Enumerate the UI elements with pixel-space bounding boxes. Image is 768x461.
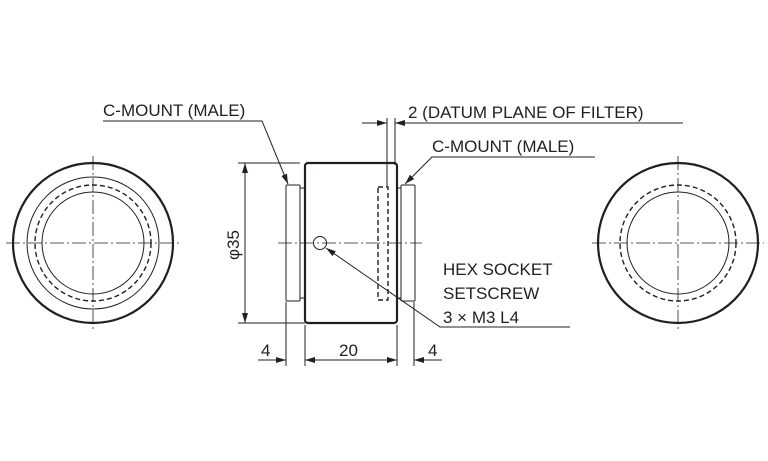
hex-label-line2: SETSCREW bbox=[443, 284, 539, 303]
right-end-view bbox=[592, 156, 764, 332]
hex-label-line3: 3 × M3 L4 bbox=[443, 308, 519, 327]
diameter-label: φ35 bbox=[224, 230, 243, 260]
left-end-view bbox=[6, 156, 182, 332]
c-mount-right-label: C-MOUNT (MALE) bbox=[432, 137, 574, 156]
dim-left-label: 4 bbox=[261, 341, 270, 360]
length-dimensions bbox=[258, 302, 442, 366]
c-mount-right-leader bbox=[404, 156, 595, 185]
setscrew-leader bbox=[325, 247, 570, 328]
hex-label-line1: HEX SOCKET bbox=[443, 260, 553, 279]
datum-dimension bbox=[362, 118, 683, 186]
dim-body-label: 20 bbox=[339, 341, 358, 360]
c-mount-left-leader bbox=[103, 120, 289, 185]
c-mount-left-label: C-MOUNT (MALE) bbox=[103, 101, 245, 120]
datum-label: 2 (DATUM PLANE OF FILTER) bbox=[408, 103, 644, 122]
diameter-dimension bbox=[238, 162, 305, 324]
dim-right-label: 4 bbox=[428, 341, 437, 360]
